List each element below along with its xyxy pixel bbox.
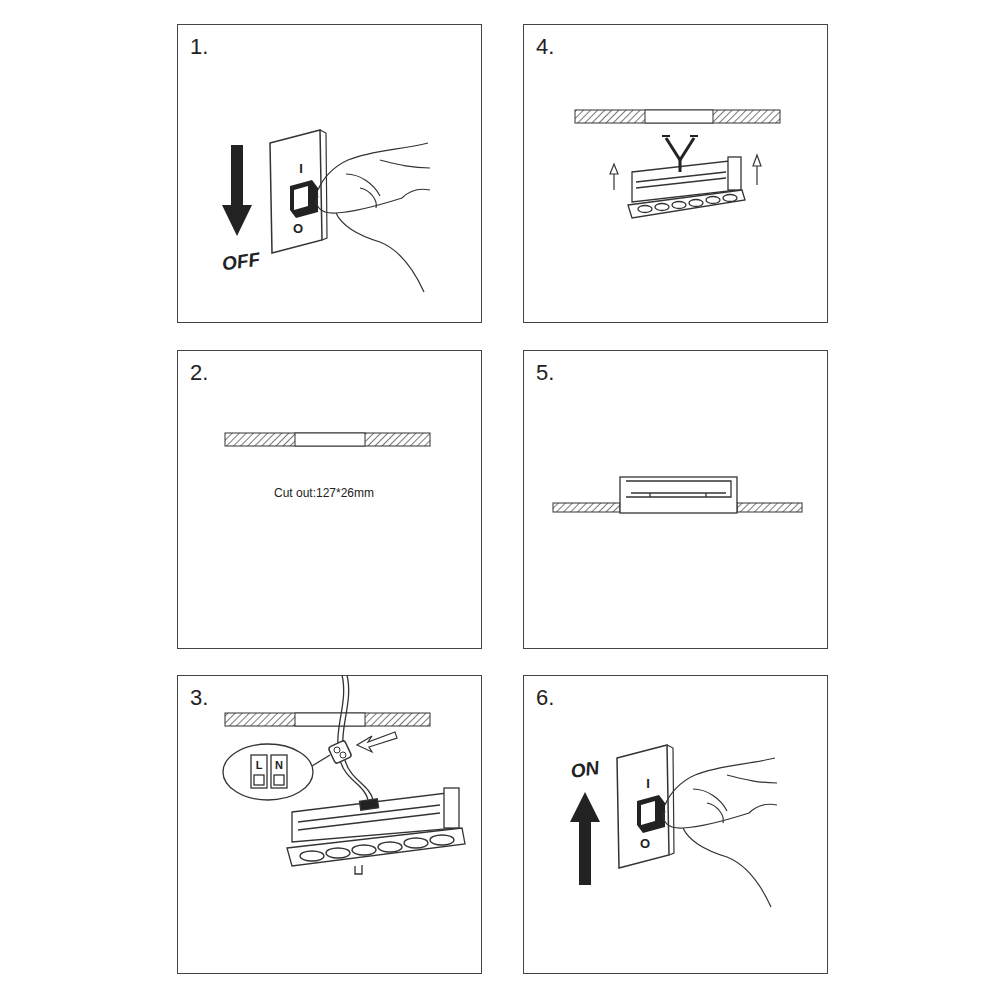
ceiling-board (225, 433, 430, 446)
installed-fixture (620, 477, 737, 513)
step-panel: 5. (523, 350, 828, 649)
step-number: 4. (536, 34, 815, 60)
terminal-callout (223, 744, 330, 800)
terminal-name: N (275, 759, 283, 771)
off-arrow (222, 145, 252, 236)
switch-mark: O (640, 836, 650, 851)
switch-mark: I (299, 161, 303, 176)
mains-wire (338, 675, 373, 800)
ceiling-board (575, 110, 780, 123)
terminal-block (328, 740, 352, 764)
push-arrows (610, 155, 761, 190)
switch-mark: I (646, 776, 650, 791)
step-number: 6. (536, 685, 815, 711)
spring-clip (662, 136, 698, 172)
step-number: 3. (190, 685, 469, 711)
switch-hand (617, 745, 777, 907)
step-panel: 3. (177, 675, 482, 974)
on-arrow (570, 792, 600, 885)
direction-word: OFF (221, 248, 262, 275)
dimension: Cut out:127*26mm (274, 486, 374, 500)
step-panel: 6. (523, 675, 828, 974)
direction-word: ON (569, 757, 600, 783)
switch-hand (270, 130, 430, 292)
fixture (287, 788, 465, 874)
pointer-arrow (357, 732, 397, 752)
step-number: 5. (536, 360, 815, 386)
step-panel: 4. (523, 24, 828, 323)
switch-mark: O (293, 221, 303, 236)
fixture (628, 157, 745, 218)
ceiling-board (225, 713, 430, 726)
step-panel: 1. (177, 24, 482, 323)
step-number: 2. (190, 360, 469, 386)
step-number: 1. (190, 34, 469, 60)
terminal-name: L (256, 759, 263, 771)
